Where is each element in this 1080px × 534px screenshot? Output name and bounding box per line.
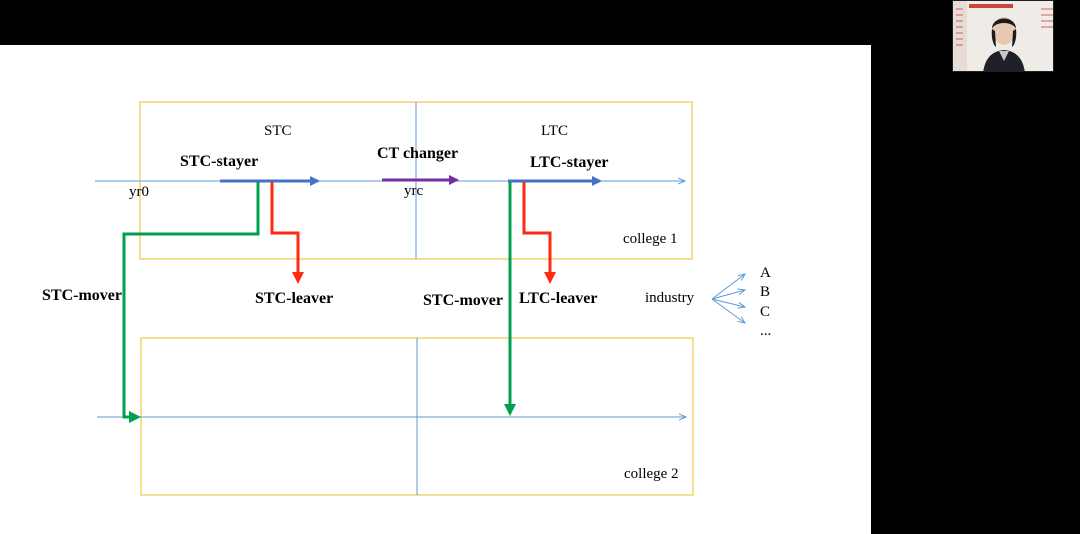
presenter-webcam-thumbnail	[952, 0, 1054, 72]
industry-option-more: ...	[760, 323, 772, 339]
stc-leaver-label: STC-leaver	[255, 290, 334, 307]
ltc-header: LTC	[541, 123, 568, 139]
presenter-avatar-icon	[953, 1, 1053, 71]
stc-leaver-arrow	[270, 182, 304, 284]
ltc-stayer-label: LTC-stayer	[530, 154, 609, 171]
stc-mover-left-arrow	[122, 182, 260, 423]
college-2-label: college 2	[624, 466, 679, 482]
stc-stayer-label: STC-stayer	[180, 153, 259, 170]
industry-option-b: B	[760, 284, 771, 300]
ct-changer-label: CT changer	[377, 145, 459, 162]
stc-header: STC	[264, 123, 292, 139]
stc-mover-mid-label: STC-mover	[423, 292, 503, 309]
industry-option-c: C	[760, 304, 771, 320]
college-1-label: college 1	[623, 231, 678, 247]
presentation-slide: STC LTC STC-stayer CT changer LTC-stayer…	[0, 45, 871, 534]
industry-label: industry	[645, 290, 695, 306]
stc-mover-left-label: STC-mover	[42, 287, 122, 304]
ltc-leaver-arrow	[522, 182, 556, 284]
industry-option-a: A	[760, 265, 771, 281]
ltc-leaver-label: LTC-leaver	[519, 290, 598, 307]
yr0-label: yr0	[129, 184, 149, 200]
flow-diagram	[95, 101, 871, 496]
yrc-label: yrc	[404, 183, 424, 199]
industry-fan-arrows	[711, 274, 745, 323]
